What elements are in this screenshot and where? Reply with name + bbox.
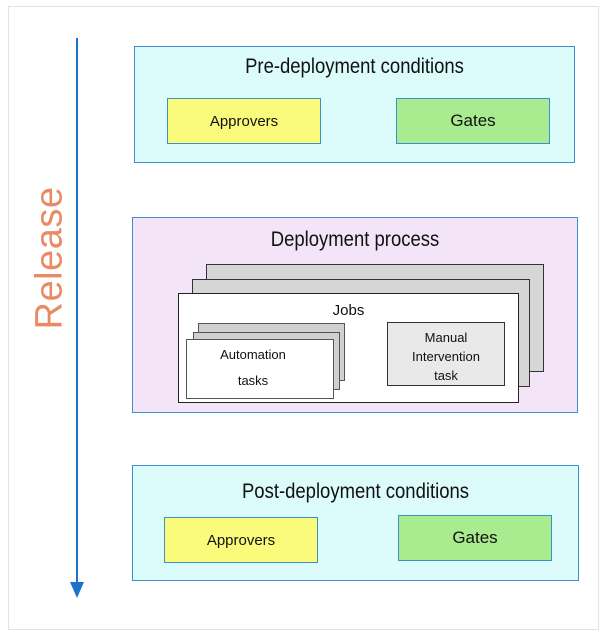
manual-label-line2: Intervention <box>412 349 480 364</box>
pre-deployment-title: Pre-deployment conditions <box>245 55 464 78</box>
post-deployment-title: Post-deployment conditions <box>241 480 470 503</box>
release-arrow-line <box>76 38 78 586</box>
post-deployment-panel: Post-deployment conditions Approvers Gat… <box>132 465 579 581</box>
post-approvers-box: Approvers <box>164 517 318 563</box>
jobs-title: Jobs <box>332 302 365 319</box>
manual-label-line3: task <box>434 368 458 383</box>
pre-deployment-panel: Pre-deployment conditions Approvers Gate… <box>134 46 575 163</box>
automation-label-line1: Automation <box>220 347 286 362</box>
deployment-process-title: Deployment process <box>270 228 440 251</box>
pre-approvers-box: Approvers <box>167 98 321 144</box>
jobs-card: Jobs Automation tasks Manual Interventio… <box>178 293 519 403</box>
post-gates-box: Gates <box>398 515 552 561</box>
pre-gates-box: Gates <box>396 98 550 144</box>
manual-intervention-box: Manual Intervention task <box>387 322 505 386</box>
release-label: Release <box>28 186 71 330</box>
deployment-process-panel: Deployment process Jobs Automation tasks… <box>132 217 578 413</box>
automation-label-line2: tasks <box>237 373 269 388</box>
manual-label-line1: Manual <box>424 330 468 345</box>
automation-tasks-box: Automation tasks <box>186 339 334 399</box>
arrow-down-icon <box>70 582 84 598</box>
